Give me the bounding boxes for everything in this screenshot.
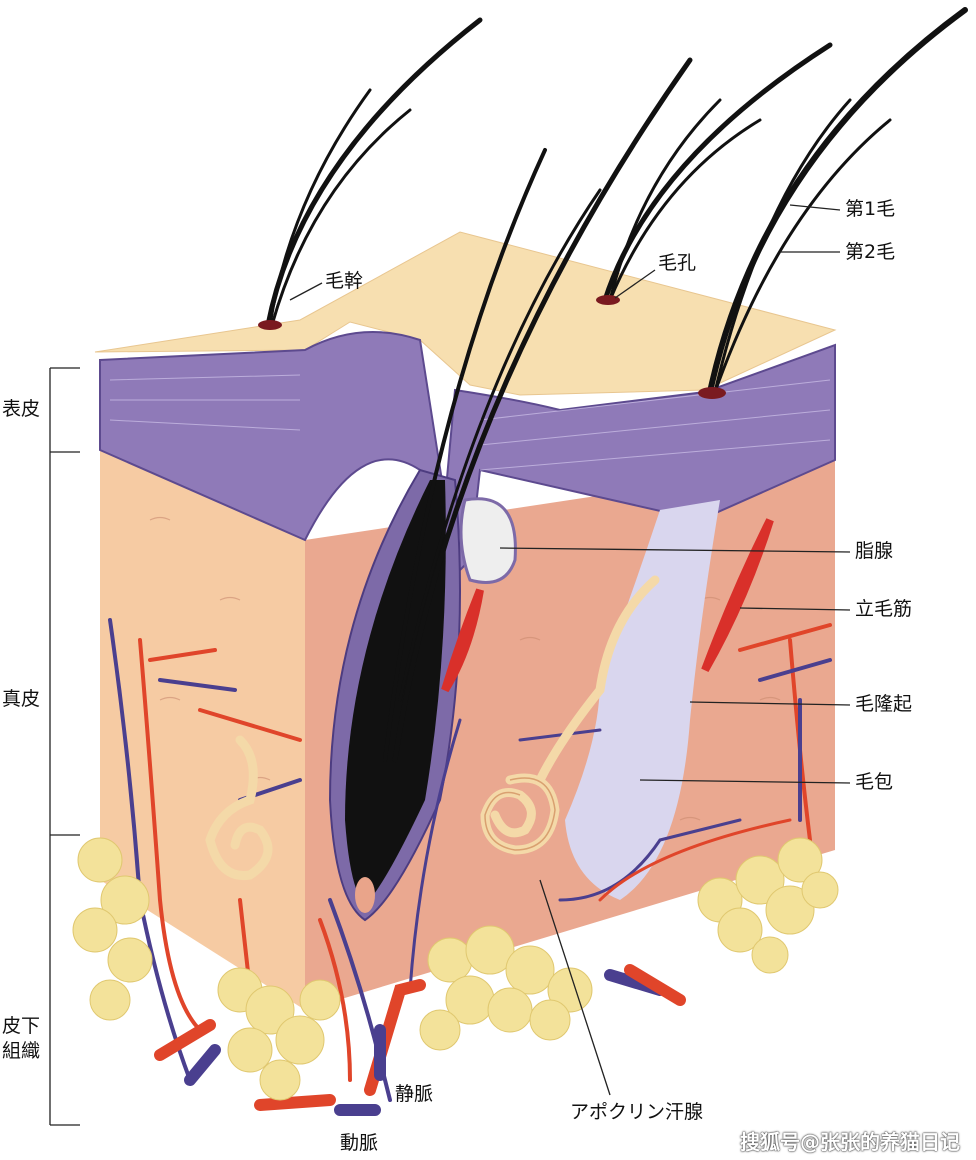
label-pore: 毛孔 [658,252,697,274]
label-hair-follicle: 毛包 [855,771,894,793]
label-apocrine-gland: アポクリン汗腺 [570,1101,704,1123]
hairs [265,7,968,763]
label-hair-shaft: 毛幹 [325,270,364,292]
hair-papilla [355,877,375,913]
label-hair-bulge: 毛隆起 [855,693,913,715]
leader-lines [49,204,851,1126]
blood-vessels [108,618,832,1116]
arrector-pili-muscle-2 [701,518,774,672]
subcutaneous-fat [72,837,839,1101]
sweat-gland-outline [484,777,556,851]
label-artery: 動脈 [340,1132,379,1154]
watermark: 搜狐号@张张的养猫日记 [740,1130,960,1154]
arrector-pili-muscle-1 [441,588,484,693]
label-primary-hair: 第1毛 [845,198,896,220]
sebaceous-gland-shape [459,497,517,584]
epidermis-cells [109,374,831,471]
label-arrector-pili: 立毛筋 [855,598,913,620]
label-subcutis-line1: 皮下 [2,1015,41,1037]
label-secondary-hair: 第2毛 [845,241,896,263]
label-dermis: 真皮 [2,688,41,710]
hair-follicle-right [565,500,720,900]
pore-2 [596,295,620,305]
skin-surface [94,231,837,396]
label-subcutis-line2: 組織 [2,1040,41,1062]
pore-1 [258,320,282,330]
label-vein: 静脈 [395,1083,434,1105]
label-epidermis: 表皮 [2,398,41,420]
label-sebaceous-gland: 脂腺 [855,540,894,562]
pore-3 [698,387,726,399]
